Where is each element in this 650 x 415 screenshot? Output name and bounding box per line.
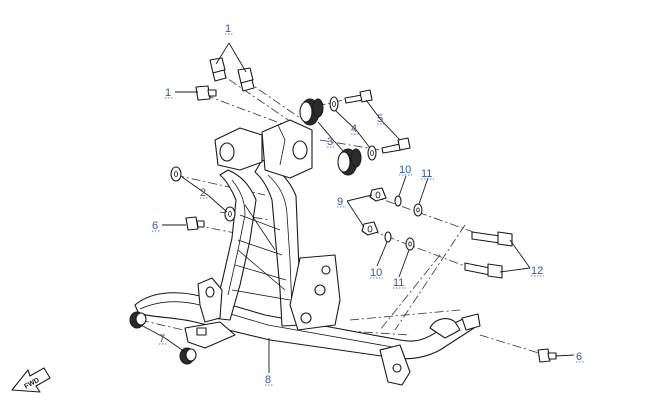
bolt-5-upper: [344, 89, 373, 104]
callout-11b: 11: [393, 277, 404, 289]
callout-1a: 1: [225, 23, 231, 35]
washer-4-upper: [329, 96, 339, 112]
callout-8: 8: [265, 374, 271, 386]
callout-10a: 10: [399, 164, 411, 176]
callout-9: 9: [337, 196, 343, 208]
washer-11-upper: [413, 203, 423, 217]
callout-12: 12: [531, 265, 543, 277]
washer-2-upper: [170, 166, 182, 182]
bumper-7-lower: [179, 347, 197, 365]
bumper-7-upper: [129, 311, 147, 329]
callout-10b: 10: [370, 267, 382, 279]
lock-washer-10-lower: [384, 231, 392, 243]
callout-1b: 1: [165, 87, 171, 99]
bolt-6-right: [537, 348, 557, 363]
washer-2-lower: [224, 206, 236, 222]
callouts: 1 1 2 3 4 5 6 9 10 11 10 11 12 7 8 6: [152, 23, 584, 386]
rubber-mount-3-upper: [299, 98, 324, 126]
callout-6a: 6: [152, 220, 158, 232]
nut-9-lower: [361, 221, 379, 236]
callout-7: 7: [159, 333, 165, 345]
washer-4-lower: [367, 145, 377, 161]
nut-9-upper: [369, 187, 387, 202]
bolt-1-left: [195, 85, 217, 101]
bolt-5-lower: [381, 137, 411, 154]
long-bolt-12-lower: [464, 262, 503, 279]
long-bolt-12-upper: [471, 231, 513, 247]
forward-arrow-icon: FWD: [11, 367, 51, 393]
lock-washer-10-upper: [394, 195, 402, 207]
callout-4: 4: [351, 123, 357, 135]
washer-11-lower: [405, 237, 415, 251]
callout-6b: 6: [576, 351, 582, 363]
bolt-1-top-right: [237, 67, 255, 92]
bolt-1-top-left: [209, 57, 227, 82]
callout-11a: 11: [421, 168, 432, 180]
frame-assembly: [134, 119, 481, 386]
callout-2: 2: [200, 187, 206, 199]
leader-lines: [140, 42, 575, 373]
rubber-mount-3-lower: [337, 148, 362, 176]
callout-5: 5: [377, 113, 383, 125]
bolt-6-left: [185, 216, 205, 231]
callout-3: 3: [327, 136, 333, 148]
